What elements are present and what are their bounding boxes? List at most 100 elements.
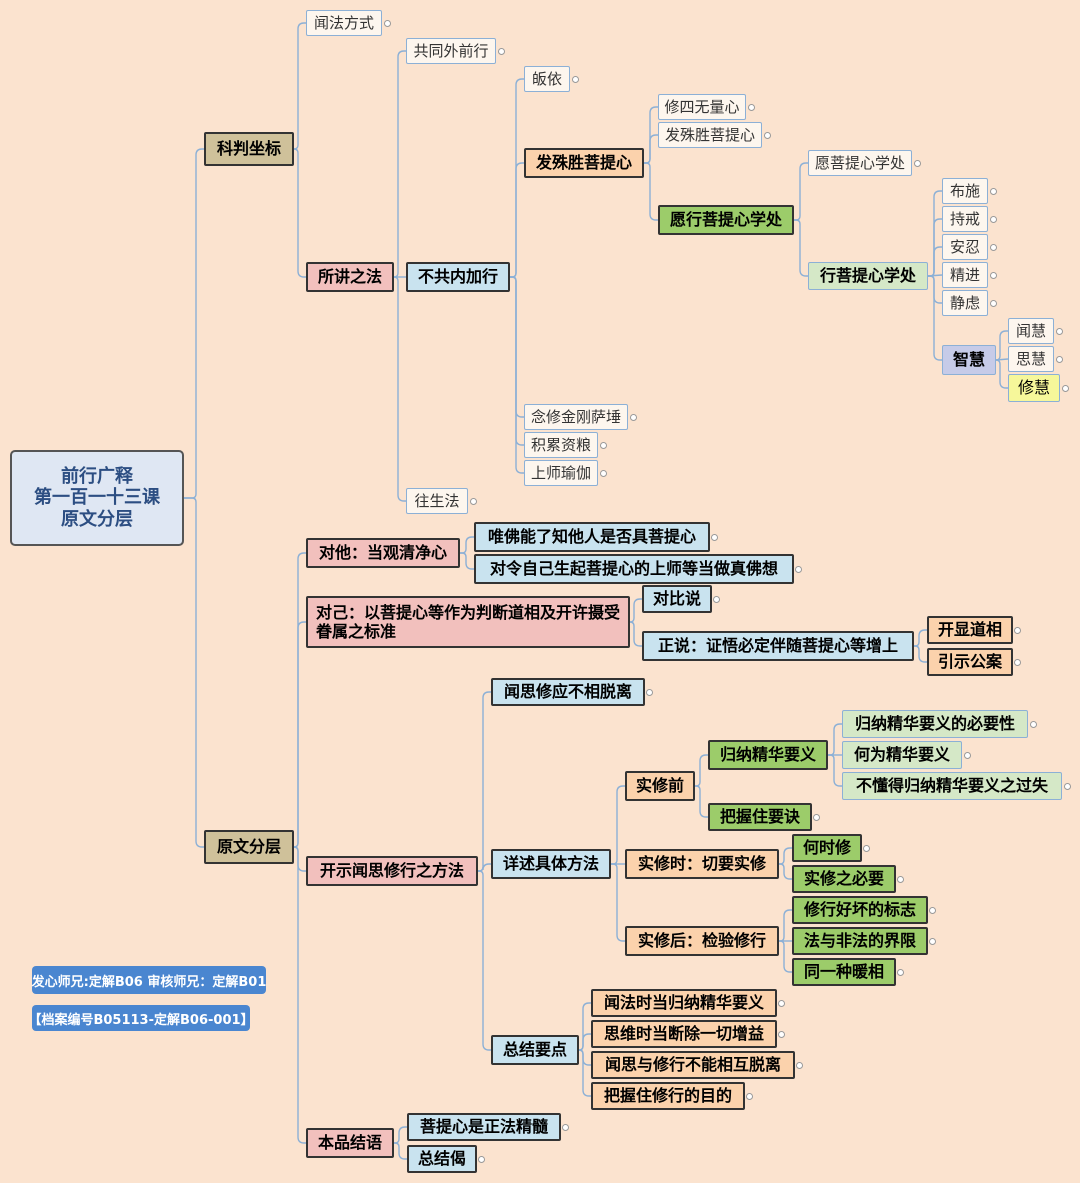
expand-dot-icon[interactable] bbox=[1030, 720, 1037, 728]
node-xiuhui[interactable]: 修慧 bbox=[1008, 374, 1069, 402]
node-shixiuhou[interactable]: 实修后：检验修行 bbox=[625, 926, 779, 956]
node-kaixian[interactable]: 开显道相 bbox=[927, 616, 1021, 644]
expand-dot-icon[interactable] bbox=[713, 595, 720, 603]
node-nianxiu[interactable]: 念修金刚萨埵 bbox=[524, 404, 637, 430]
node-bawomudi[interactable]: 把握住修行的目的 bbox=[591, 1082, 753, 1110]
node-kepan[interactable]: 科判坐标 bbox=[204, 132, 294, 166]
node-jilei[interactable]: 积累资粮 bbox=[524, 432, 607, 458]
node-wenfa[interactable]: 闻法方式 bbox=[306, 10, 391, 36]
expand-dot-icon[interactable] bbox=[1014, 626, 1021, 634]
node-wensi[interactable]: 闻思修应不相脱离 bbox=[491, 678, 653, 706]
node-suojiang[interactable]: 所讲之法 bbox=[306, 262, 394, 292]
expand-dot-icon[interactable] bbox=[711, 533, 718, 541]
expand-dot-icon[interactable] bbox=[1014, 658, 1021, 666]
node-jinglv[interactable]: 静虑 bbox=[942, 290, 997, 316]
node-gongtong[interactable]: 共同外前行 bbox=[406, 38, 505, 64]
node-duiji[interactable]: 对己：以菩提心等作为判断道相及开许摄受眷属之标准 bbox=[306, 596, 630, 648]
node-wangsheng[interactable]: 往生法 bbox=[406, 488, 477, 514]
expand-dot-icon[interactable] bbox=[990, 299, 997, 307]
node-zhihui[interactable]: 智慧 bbox=[942, 345, 996, 375]
expand-dot-icon[interactable] bbox=[796, 1061, 803, 1069]
node-hewei[interactable]: 何为精华要义 bbox=[842, 741, 971, 769]
node-anren[interactable]: 安忍 bbox=[942, 234, 997, 260]
node-zhengshuo[interactable]: 正说：证悟必定伴随菩提心等增上 bbox=[642, 631, 914, 661]
expand-dot-icon[interactable] bbox=[562, 1123, 569, 1131]
node-guina[interactable]: 归纳精华要义 bbox=[708, 740, 828, 770]
expand-dot-icon[interactable] bbox=[600, 441, 607, 449]
node-zongjiejie[interactable]: 总结偈 bbox=[407, 1145, 485, 1173]
node-fashu[interactable]: 发殊胜菩提心 bbox=[524, 148, 644, 178]
expand-dot-icon[interactable] bbox=[1056, 355, 1063, 363]
expand-dot-icon[interactable] bbox=[748, 103, 755, 111]
expand-dot-icon[interactable] bbox=[600, 469, 607, 477]
node-xiuxing[interactable]: 修行好坏的标志 bbox=[792, 896, 936, 924]
expand-dot-icon[interactable] bbox=[498, 47, 505, 55]
expand-dot-icon[interactable] bbox=[990, 271, 997, 279]
expand-dot-icon[interactable] bbox=[572, 75, 579, 83]
node-jingjin[interactable]: 精进 bbox=[942, 262, 997, 288]
node-yuanwen[interactable]: 原文分层 bbox=[204, 830, 294, 864]
expand-dot-icon[interactable] bbox=[384, 19, 391, 27]
node-wenfashi[interactable]: 闻法时当归纳精华要义 bbox=[591, 989, 785, 1017]
node-benpin[interactable]: 本品结语 bbox=[306, 1128, 394, 1158]
node-duita[interactable]: 对他：当观清净心 bbox=[306, 538, 460, 568]
expand-dot-icon[interactable] bbox=[746, 1092, 753, 1100]
expand-dot-icon[interactable] bbox=[990, 187, 997, 195]
expand-dot-icon[interactable] bbox=[646, 688, 653, 696]
node-wenhui[interactable]: 闻慧 bbox=[1008, 318, 1063, 344]
node-tongyi[interactable]: 同一种暖相 bbox=[792, 958, 904, 986]
expand-dot-icon[interactable] bbox=[897, 968, 904, 976]
node-yuanxing[interactable]: 愿行菩提心学处 bbox=[658, 205, 794, 235]
node-weifo[interactable]: 唯佛能了知他人是否具菩提心 bbox=[474, 522, 718, 552]
node-chijie[interactable]: 持戒 bbox=[942, 206, 997, 232]
node-xiusi[interactable]: 修四无量心 bbox=[658, 94, 755, 120]
expand-dot-icon[interactable] bbox=[778, 999, 785, 1007]
expand-dot-icon[interactable] bbox=[470, 497, 477, 505]
expand-dot-icon[interactable] bbox=[897, 875, 904, 883]
node-bawo[interactable]: 把握住要诀 bbox=[708, 803, 820, 831]
expand-dot-icon[interactable] bbox=[478, 1155, 485, 1163]
node-xiangshu[interactable]: 详述具体方法 bbox=[491, 849, 611, 879]
expand-dot-icon[interactable] bbox=[1062, 384, 1069, 392]
expand-dot-icon[interactable] bbox=[929, 906, 936, 914]
connector-kaishi-xiangshu bbox=[478, 863, 491, 872]
node-bugong[interactable]: 不共内加行 bbox=[406, 262, 510, 292]
node-sihui[interactable]: 思慧 bbox=[1008, 346, 1063, 372]
expand-dot-icon[interactable] bbox=[964, 751, 971, 759]
node-putixin[interactable]: 菩提心是正法精髓 bbox=[407, 1113, 569, 1141]
node-yuanputi[interactable]: 愿菩提心学处 bbox=[808, 150, 921, 176]
node-bushi[interactable]: 布施 bbox=[942, 178, 997, 204]
expand-dot-icon[interactable] bbox=[929, 937, 936, 945]
expand-dot-icon[interactable] bbox=[778, 1030, 785, 1038]
expand-dot-icon[interactable] bbox=[630, 413, 637, 421]
node-zongjie[interactable]: 总结要点 bbox=[491, 1035, 579, 1065]
node-siweishi[interactable]: 思维时当断除一切增益 bbox=[591, 1020, 785, 1048]
node-heshi[interactable]: 何时修 bbox=[792, 834, 870, 862]
node-guiyi[interactable]: 皈依 bbox=[524, 66, 579, 92]
expand-dot-icon[interactable] bbox=[990, 243, 997, 251]
node-duiling[interactable]: 对令自己生起菩提心的上师等当做真佛想 bbox=[474, 554, 802, 584]
expand-dot-icon[interactable] bbox=[914, 159, 921, 167]
node-wensiyu[interactable]: 闻思与修行不能相互脱离 bbox=[591, 1051, 803, 1079]
expand-dot-icon[interactable] bbox=[1056, 327, 1063, 335]
node-shangshi[interactable]: 上师瑜伽 bbox=[524, 460, 607, 486]
node-budong[interactable]: 不懂得归纳精华要义之过失 bbox=[842, 772, 1071, 800]
expand-dot-icon[interactable] bbox=[990, 215, 997, 223]
node-duibi[interactable]: 对比说 bbox=[642, 585, 720, 613]
node-fashu2[interactable]: 发殊胜菩提心 bbox=[658, 122, 771, 148]
node-fayu[interactable]: 法与非法的界限 bbox=[792, 927, 936, 955]
node-shixiuzhi[interactable]: 实修之必要 bbox=[792, 865, 904, 893]
node-guinabiyao[interactable]: 归纳精华要义的必要性 bbox=[842, 710, 1037, 738]
expand-dot-icon[interactable] bbox=[795, 565, 802, 573]
node-xingputi[interactable]: 行菩提心学处 bbox=[808, 262, 928, 290]
node-shixiuqian[interactable]: 实修前 bbox=[625, 771, 695, 801]
expand-dot-icon[interactable] bbox=[1064, 782, 1071, 790]
root-node[interactable]: 前行广释 第一百一十三课 原文分层 bbox=[10, 450, 184, 546]
expand-dot-icon[interactable] bbox=[764, 131, 771, 139]
node-shixiushi[interactable]: 实修时：切要实修 bbox=[625, 849, 779, 879]
connector-benpin-zongjiejie bbox=[394, 1142, 407, 1160]
node-kaishi[interactable]: 开示闻思修行之方法 bbox=[306, 856, 478, 886]
expand-dot-icon[interactable] bbox=[813, 813, 820, 821]
node-yinshi[interactable]: 引示公案 bbox=[927, 648, 1021, 676]
expand-dot-icon[interactable] bbox=[863, 844, 870, 852]
